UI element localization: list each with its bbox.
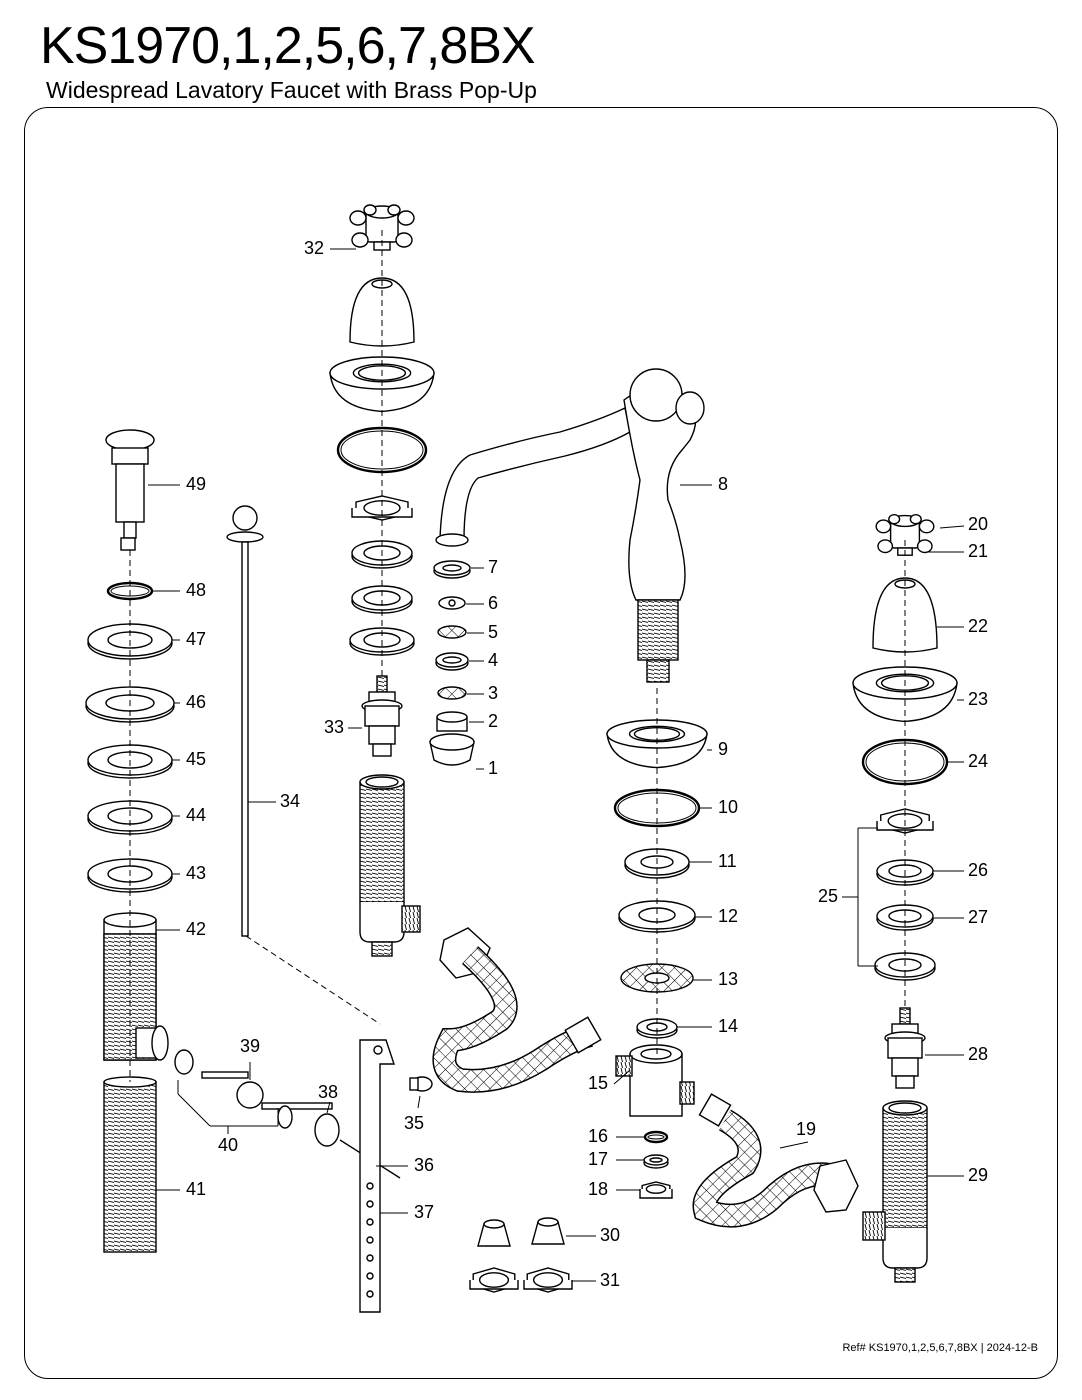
callout-22: 22 bbox=[968, 616, 988, 636]
right-cross-handle bbox=[875, 514, 935, 556]
drain-tailpiece bbox=[103, 1076, 157, 1253]
callout-32: 32 bbox=[304, 238, 324, 258]
callout-4: 4 bbox=[488, 650, 498, 670]
callout-10: 10 bbox=[718, 797, 738, 817]
callout-6: 6 bbox=[488, 593, 498, 613]
right-hose-ferrule bbox=[698, 1093, 732, 1127]
callout-37: 37 bbox=[414, 1202, 434, 1222]
drain-body bbox=[103, 912, 169, 1061]
callout-38: 38 bbox=[318, 1082, 338, 1102]
callout-40: 40 bbox=[218, 1135, 238, 1155]
callout-36: 36 bbox=[414, 1155, 434, 1175]
callout-33: 33 bbox=[324, 717, 344, 737]
aerator-screen-cap bbox=[438, 596, 466, 610]
ref-revision: 2024-12-B bbox=[986, 1342, 1038, 1354]
right-washer-b bbox=[876, 904, 934, 931]
callout-43: 43 bbox=[186, 863, 206, 883]
callout-39: 39 bbox=[240, 1036, 260, 1056]
model-title: KS1970,1,2,5,6,7,8BX bbox=[40, 17, 536, 75]
callout-1: 1 bbox=[488, 758, 498, 778]
left-washer-b bbox=[351, 585, 413, 614]
right-washer-c bbox=[874, 952, 936, 981]
right-cartridge bbox=[884, 1007, 926, 1089]
callout-9: 9 bbox=[718, 739, 728, 759]
spring-clip bbox=[409, 1076, 433, 1092]
callout-20: 20 bbox=[968, 514, 988, 534]
tee-nut bbox=[639, 1181, 673, 1199]
callout-21: 21 bbox=[968, 541, 988, 561]
compression-nut-b bbox=[523, 1267, 573, 1293]
reference-footer: Ref# KS1970,1,2,5,6,7,8BX | 2024-12-B bbox=[842, 1341, 1038, 1355]
left-braided-hose bbox=[432, 946, 594, 1093]
callout-11: 11 bbox=[718, 851, 737, 871]
left-hose-ferrule bbox=[564, 1016, 602, 1054]
callout-15: 15 bbox=[588, 1073, 608, 1093]
callout-27: 27 bbox=[968, 907, 988, 927]
callout-44: 44 bbox=[186, 805, 206, 825]
right-hose-nut bbox=[813, 1159, 859, 1213]
right-braided-hose bbox=[692, 1109, 832, 1228]
ref-label: Ref# bbox=[842, 1342, 866, 1354]
spout-washer-b bbox=[618, 900, 696, 933]
callout-46: 46 bbox=[186, 692, 206, 712]
callout-41: 41 bbox=[186, 1179, 206, 1199]
sleeve-b bbox=[531, 1217, 565, 1245]
callout-30: 30 bbox=[600, 1225, 620, 1245]
sleeve-a bbox=[477, 1219, 511, 1247]
callout-47: 47 bbox=[186, 629, 206, 649]
callout-24: 24 bbox=[968, 751, 988, 771]
callout-49: 49 bbox=[186, 474, 206, 494]
callout-16: 16 bbox=[588, 1126, 608, 1146]
left-mounting-nut bbox=[351, 495, 413, 521]
tee-washer bbox=[643, 1154, 669, 1169]
callout-7: 7 bbox=[488, 557, 498, 577]
callout-42: 42 bbox=[186, 919, 206, 939]
tee-o-ring bbox=[643, 1130, 669, 1144]
callout-35: 35 bbox=[404, 1113, 424, 1133]
spout-body bbox=[435, 368, 705, 683]
callout-14: 14 bbox=[718, 1016, 738, 1036]
aerator-mesh bbox=[437, 625, 467, 639]
callout-23: 23 bbox=[968, 689, 988, 709]
left-cartridge bbox=[361, 675, 403, 757]
aerator-housing bbox=[429, 733, 475, 766]
product-description: Widespread Lavatory Faucet with Brass Po… bbox=[46, 77, 537, 103]
left-valve-outlet bbox=[401, 905, 421, 933]
callout-45: 45 bbox=[186, 749, 206, 769]
right-valve-outlet bbox=[862, 1211, 886, 1241]
aerator-ring bbox=[435, 652, 469, 671]
callout-17: 17 bbox=[588, 1149, 608, 1169]
extension-strap bbox=[359, 1039, 395, 1313]
diagram-frame bbox=[24, 107, 1058, 1379]
callout-3: 3 bbox=[488, 683, 498, 703]
drain-stopper bbox=[105, 429, 155, 551]
callout-19: 19 bbox=[796, 1119, 816, 1139]
callout-2: 2 bbox=[488, 711, 498, 731]
callout-48: 48 bbox=[186, 580, 206, 600]
right-valve-body bbox=[882, 1100, 928, 1283]
callout-13: 13 bbox=[718, 969, 738, 989]
callout-12: 12 bbox=[718, 906, 738, 926]
ref-model: KS1970,1,2,5,6,7,8BX bbox=[868, 1342, 978, 1354]
callout-28: 28 bbox=[968, 1044, 988, 1064]
lift-rod bbox=[226, 505, 264, 937]
callout-18: 18 bbox=[588, 1179, 608, 1199]
callout-8: 8 bbox=[718, 474, 728, 494]
aerator-insert bbox=[436, 711, 468, 732]
aerator-screen bbox=[437, 686, 467, 700]
callout-34: 34 bbox=[280, 791, 300, 811]
callout-29: 29 bbox=[968, 1165, 988, 1185]
callout-31: 31 bbox=[600, 1270, 620, 1290]
callout-5: 5 bbox=[488, 622, 498, 642]
tee-connector bbox=[615, 1044, 695, 1117]
aerator-washer-a bbox=[433, 560, 471, 579]
compression-nut-a bbox=[469, 1267, 519, 1293]
left-valve-body bbox=[359, 774, 405, 957]
ref-separator: | bbox=[980, 1342, 984, 1354]
callout-25: 25 bbox=[818, 886, 838, 906]
callout-26: 26 bbox=[968, 860, 988, 880]
